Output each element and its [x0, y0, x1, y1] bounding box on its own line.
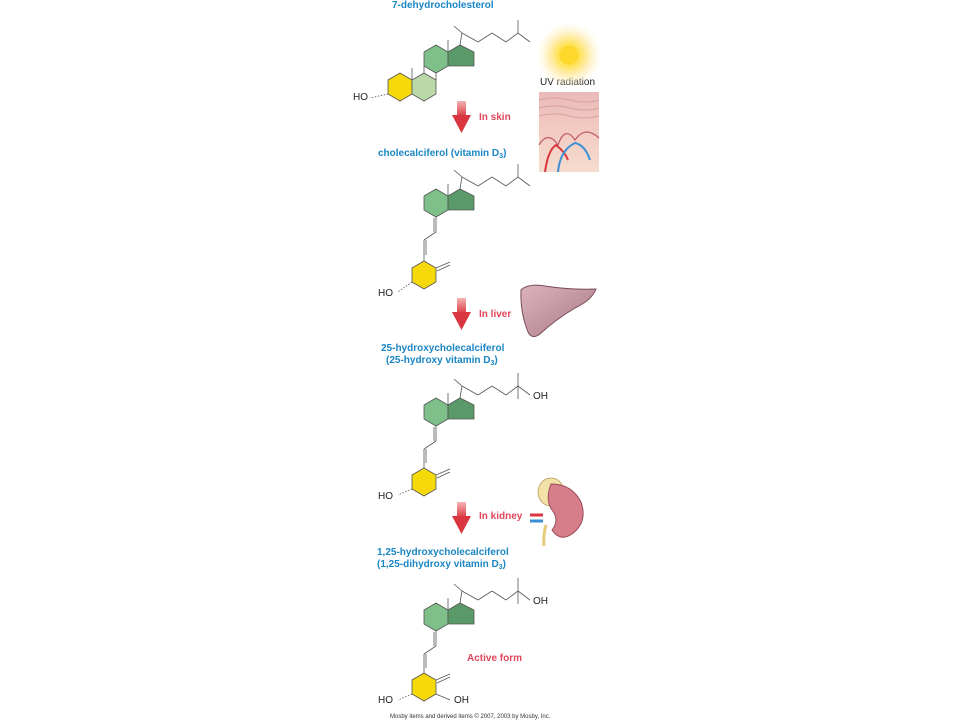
arrow-in-kidney: [452, 502, 471, 534]
ring-d: [447, 44, 475, 67]
copyright-text: Mosby items and derived items © 2007, 20…: [390, 714, 551, 720]
bond: [517, 32, 531, 43]
sun-core: [559, 45, 579, 65]
step-label-in-kidney: In kidney: [479, 511, 523, 522]
compound-title-125-dihydroxycholecalciferol: 1,25-hydroxycholecalciferol (1,25-dihydr…: [377, 547, 509, 571]
hydroxyl-label-5: OH: [533, 391, 548, 402]
step-label-in-skin: In skin: [479, 112, 511, 123]
hydroxyl-label-7: OH: [454, 695, 469, 706]
compound-title-cholecalciferol: cholecalciferol (vitamin D3): [378, 148, 507, 160]
bond: [491, 32, 507, 43]
bond: [505, 32, 519, 43]
hydroxyl-label-3: HO: [378, 491, 393, 502]
hydroxyl-label-6: OH: [533, 596, 548, 607]
step-label-in-liver: In liver: [479, 309, 512, 320]
hydroxyl-label-2: HO: [378, 288, 393, 299]
arrow-in-skin: [452, 101, 471, 133]
ring-c: [423, 188, 449, 218]
ring-a: [387, 72, 413, 102]
hydroxyl-label-4: HO: [378, 695, 393, 706]
molecule-cholecalciferol: [397, 164, 531, 293]
ring-d: [447, 188, 475, 211]
arrow-in-liver: [452, 298, 471, 330]
step-label-active-form: Active form: [467, 653, 523, 664]
compound-title-7-dehydrocholesterol: 7-dehydrocholesterol: [392, 0, 494, 11]
hydroxyl-label-1: HO: [353, 92, 368, 103]
bond-dashed: [369, 93, 389, 99]
molecule-125-dihydroxycholecalciferol: [397, 578, 531, 702]
kidney-illustration: [530, 477, 584, 547]
ring-a: [411, 260, 437, 290]
bond: [461, 32, 479, 43]
bond: [453, 25, 463, 34]
bond: [459, 32, 463, 46]
liver-illustration: [520, 284, 597, 338]
ring-c: [423, 44, 449, 74]
molecule-25-hydroxycholecalciferol: [397, 373, 531, 497]
skin-illustration: [538, 92, 600, 173]
compound-title-25-hydroxycholecalciferol: 25-hydroxycholecalciferol (25-hydroxy vi…: [381, 343, 505, 367]
ring-b: [411, 72, 437, 102]
bond: [477, 32, 493, 43]
molecule-7-dehydrocholesterol: [369, 20, 531, 102]
